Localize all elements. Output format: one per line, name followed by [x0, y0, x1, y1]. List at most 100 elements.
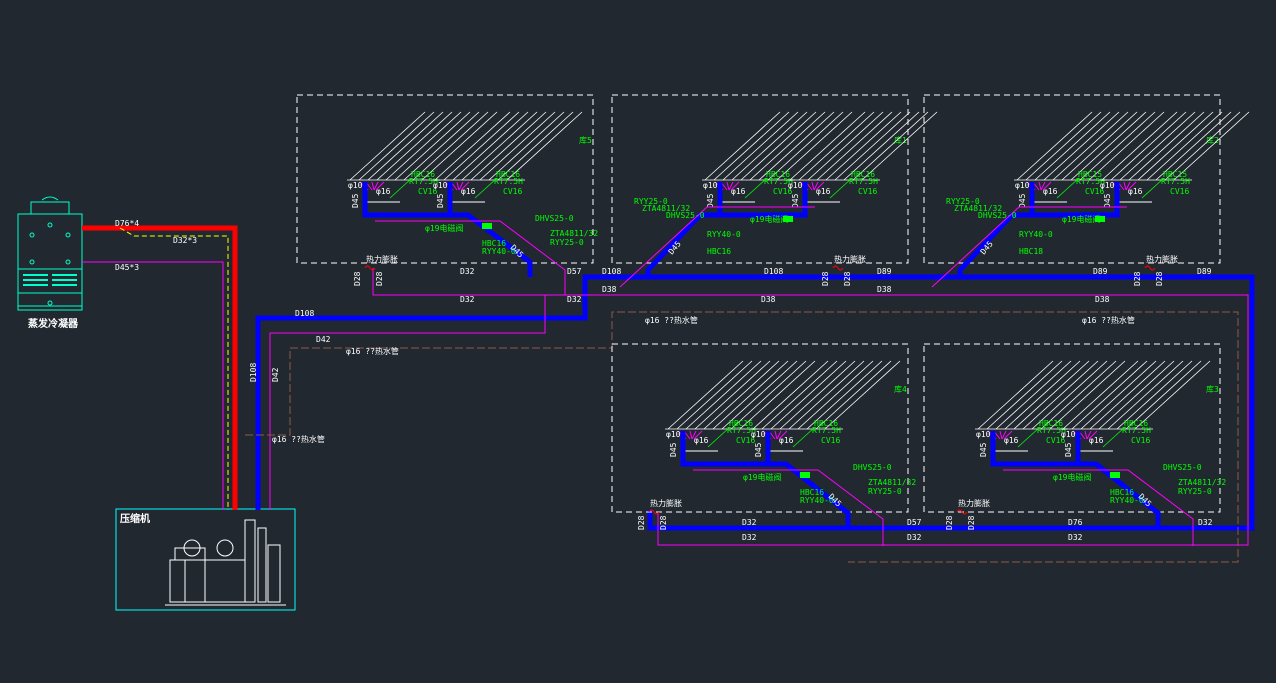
- riser-label: D28: [821, 271, 830, 286]
- leader-line: [829, 177, 853, 199]
- drain-line[interactable]: [245, 311, 1239, 563]
- cold-room-boundary: [923, 94, 1221, 264]
- evaporator-coil[interactable]: [787, 111, 938, 181]
- valve-label: ZTA4811/32: [1178, 478, 1226, 487]
- evaporator-coil[interactable]: [750, 360, 901, 430]
- room-liquid-branch[interactable]: [619, 206, 815, 288]
- valve-label: RYY40-0: [707, 230, 741, 239]
- main-liquid-pipe[interactable]: [269, 268, 546, 510]
- coil-suction-label: D45: [1103, 193, 1112, 208]
- coil-suction-label: D45: [669, 442, 678, 457]
- coil-suction-label: D45: [1064, 442, 1073, 457]
- coil-suction-label: D45: [979, 442, 988, 457]
- room-suction-branch[interactable]: [362, 182, 533, 277]
- room-liquid-branch[interactable]: [375, 220, 566, 295]
- evaporator-coil[interactable]: [702, 111, 853, 181]
- coil-suction-label: D45: [436, 193, 445, 208]
- pipe-label: D57: [567, 267, 582, 276]
- pipe-label: D108: [602, 267, 621, 276]
- coil-suction-label: D45: [706, 193, 715, 208]
- coil-outlet-label: φ16: [816, 187, 831, 196]
- pipe-label: D38: [761, 295, 776, 304]
- expansion-valve-icon[interactable]: [1144, 265, 1156, 271]
- coil-check-label: CV16: [821, 436, 840, 445]
- cold-room-boundary: [611, 94, 909, 264]
- compressor-unit[interactable]: [115, 508, 296, 611]
- liquid-from-condenser[interactable]: [82, 261, 224, 510]
- suction-vertical-label: D108: [249, 363, 258, 382]
- room-label: 库1: [894, 135, 907, 145]
- coil-inlet-label: φ10: [703, 181, 718, 190]
- coil-outlet-label: φ16: [779, 436, 794, 445]
- coil-outlet-label: φ16: [376, 187, 391, 196]
- pipe-label: D32: [460, 295, 475, 304]
- evaporator-coil[interactable]: [432, 111, 583, 181]
- room-label: 库3: [1206, 384, 1219, 394]
- room-suction-branch[interactable]: [957, 182, 1120, 277]
- main-suction-pipe[interactable]: [255, 274, 1255, 531]
- valve-label: RYY25-0: [1178, 487, 1212, 496]
- solenoid-valve-icon[interactable]: [783, 216, 793, 222]
- discharge-pipe[interactable]: [82, 225, 238, 510]
- expansion-valve-icon[interactable]: [832, 265, 844, 271]
- room-liquid-branch[interactable]: [693, 469, 884, 546]
- evaporator-coil[interactable]: [347, 111, 498, 181]
- riser-label: D28: [637, 515, 646, 530]
- riser-label: D28: [967, 515, 976, 530]
- coil-check-label: CV16: [418, 187, 437, 196]
- valve-label: RYY40-0: [1019, 230, 1053, 239]
- coil-suction-label: D45: [351, 193, 360, 208]
- pipe-label: D38: [877, 285, 892, 294]
- leader-line: [744, 177, 768, 199]
- coil-outlet-label: φ16: [1043, 187, 1058, 196]
- expansion-valve-icon[interactable]: [956, 509, 968, 515]
- evaporative-condenser[interactable]: [17, 196, 83, 311]
- room-suction-branch[interactable]: [680, 431, 851, 528]
- cold-room-boundary: [923, 343, 1221, 513]
- room-suction-branch[interactable]: [990, 431, 1161, 528]
- riser-valve-label: 热力膨胀: [958, 498, 990, 508]
- coil-valve-label: RT7.5H: [494, 177, 523, 186]
- pipe-label: D32: [1198, 518, 1213, 527]
- coil-outlet-label: φ16: [1128, 187, 1143, 196]
- valve-label: HBC18: [1019, 247, 1043, 256]
- evaporator-coil[interactable]: [1099, 111, 1250, 181]
- liquid-header-top[interactable]: [545, 294, 1249, 546]
- expansion-valve-icon[interactable]: [648, 509, 660, 515]
- condenser-label: 蒸发冷凝器: [28, 317, 79, 330]
- solenoid-valve-icon[interactable]: [800, 472, 810, 478]
- room-liquid-branch[interactable]: [1003, 469, 1194, 546]
- evaporator-coil[interactable]: [1014, 111, 1165, 181]
- evaporator-coil[interactable]: [975, 360, 1126, 430]
- pipe-label: D38: [1095, 295, 1110, 304]
- coil-check-label: CV16: [1046, 436, 1065, 445]
- evaporator-coil[interactable]: [1060, 360, 1211, 430]
- room-liquid-branch[interactable]: [931, 206, 1127, 288]
- solenoid-valve-icon[interactable]: [1095, 216, 1105, 222]
- room-suction-branch[interactable]: [645, 182, 808, 277]
- riser-valve-label: 热力膨胀: [1146, 254, 1178, 264]
- cold-room-boundary: [611, 343, 909, 513]
- coil-outlet-label: φ16: [461, 187, 476, 196]
- coil-inlet-label: φ10: [976, 430, 991, 439]
- equalizer-line[interactable]: [119, 227, 229, 510]
- solenoid-valve-icon[interactable]: [482, 223, 492, 229]
- riser-valve-label: 热力膨胀: [834, 254, 866, 264]
- coil-check-label: CV16: [1131, 436, 1150, 445]
- coil-model-label: HBC16: [729, 419, 753, 428]
- solenoid-valve-label: φ19电磁阀: [425, 223, 463, 233]
- valve-label: RYY40-0: [800, 496, 834, 505]
- solenoid-valve-label: φ19电磁阀: [1053, 472, 1091, 482]
- pipe-label: D32: [460, 267, 475, 276]
- riser-valve-label: 热力膨胀: [650, 498, 682, 508]
- room-label: 库2: [1206, 135, 1219, 145]
- coil-valve-label: RT7.5H: [1122, 426, 1151, 435]
- coil-model-label: HBC16: [1124, 419, 1148, 428]
- coil-outlet-label: φ16: [1004, 436, 1019, 445]
- solenoid-valve-icon[interactable]: [1110, 472, 1120, 478]
- coil-check-label: CV16: [1085, 187, 1104, 196]
- expansion-valve-icon[interactable]: [364, 265, 376, 271]
- coil-valve-label: RT7.5H: [1076, 177, 1105, 186]
- evaporator-coil[interactable]: [665, 360, 816, 430]
- coil-suction-label: D45: [754, 442, 763, 457]
